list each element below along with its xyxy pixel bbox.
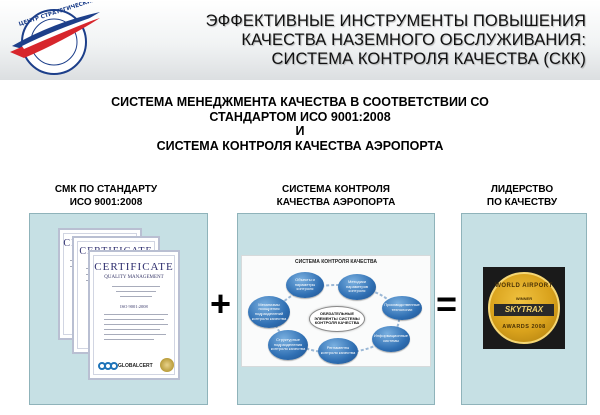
cert-text-line (120, 296, 152, 297)
main-title-line-2: СТАНДАРТОМ ИСО 9001:2008 (209, 109, 391, 124)
diagram-bubble-methods: Методики параметров контроля (338, 274, 376, 300)
cert-text-line (104, 329, 160, 330)
smk-label-line-1: СМК ПО СТАНДАРТУ (54, 184, 158, 195)
skk-label-line-1: СИСТЕМА КОНТРОЛЯ (282, 184, 390, 195)
diagram-bubble-technologies: Производственные технологии (382, 296, 422, 320)
diagram-title: СИСТЕМА КОНТРОЛЯ КАЧЕСТВА (294, 259, 378, 265)
diagram-bubble-regulations: Регламенты контроля качества (318, 338, 358, 364)
equals-operator: = (436, 283, 458, 324)
globalcert-logo: GLOBALCERT (98, 362, 153, 370)
main-title: СИСТЕМА МЕНЕДЖМЕНТА КАЧЕСТВА В СООТВЕТСТ… (40, 95, 560, 153)
plus-operator: + (210, 283, 232, 324)
header-title-line-3: СИСТЕМА КОНТРОЛЯ КАЧЕСТВА (СКК) (271, 50, 586, 68)
main-title-line-1: СИСТЕМА МЕНЕДЖМЕНТА КАЧЕСТВА В СООТВЕТСТ… (111, 95, 489, 109)
leadership-column-label: ЛИДЕРСТВО ПО КАЧЕСТВУ (452, 184, 592, 209)
airline-strategy-logo-icon: ЦЕНТР СТРАТЕГИЧЕСКИХ ИССЛЕДОВАНИЙ В ГРАЖ… (10, 2, 104, 75)
certificate-front: CERTIFICATE QUALITY MANAGEMENT ISO 9001:… (88, 250, 180, 380)
quality-control-diagram: СИСТЕМА КОНТРОЛЯ КАЧЕСТВА Объекты и пара… (241, 255, 431, 367)
header-title-line-2: КАЧЕСТВА НАЗЕМНОГО ОБСЛУЖИВАНИЯ: (241, 31, 586, 49)
cert-text-line (104, 339, 154, 340)
award-top-text: WORLD AIRPORT (495, 283, 553, 289)
award-medal-icon: WORLD AIRPORT WINNER SKYTRAX AWARDS 2008 (488, 272, 560, 344)
globalcert-name: GLOBALCERT (118, 363, 153, 369)
cert-text-line (104, 314, 168, 315)
diagram-center: ОБЯЗАТЕЛЬНЫЕ ЭЛЕМЕНТЫ СИСТЕМЫ КОНТРОЛЯ К… (309, 306, 365, 332)
smk-label-line-2: ИСО 9001:2008 (69, 196, 143, 208)
skk-column-label: СИСТЕМА КОНТРОЛЯ КАЧЕСТВА АЭРОПОРТА (236, 184, 436, 209)
award-winner-text: WINNER (515, 296, 533, 301)
diagram-bubble-incentives: Механизмы поощрения подразделений контро… (248, 296, 290, 328)
cert-text-line (116, 291, 156, 292)
certificate-border (93, 255, 175, 375)
diagram-bubble-info-systems: Информационные системы (372, 326, 410, 352)
award-bottom-text: AWARDS 2008 (502, 324, 546, 330)
award-band (494, 304, 554, 316)
cert-text-line (104, 319, 164, 320)
gold-seal-icon (160, 358, 174, 372)
cert-text-line (112, 286, 160, 287)
header-title: ЭФФЕКТИВНЫЕ ИНСТРУМЕНТЫ ПОВЫШЕНИЯ КАЧЕСТ… (146, 12, 586, 69)
globalcert-circles-icon (98, 362, 118, 370)
slide-header: ЦЕНТР СТРАТЕГИЧЕСКИХ ИССЛЕДОВАНИЙ В ГРАЖ… (0, 0, 600, 80)
certificate-title: CERTIFICATE (94, 261, 174, 273)
main-title-line-4: СИСТЕМА КОНТРОЛЯ КАЧЕСТВА АЭРОПОРТА (156, 138, 444, 153)
certificate-subtitle: QUALITY MANAGEMENT (104, 275, 164, 280)
skytrax-award-badge: WORLD AIRPORT WINNER SKYTRAX AWARDS 2008 (483, 267, 565, 349)
cert-text-line (104, 324, 168, 325)
main-title-line-3: И (295, 124, 305, 139)
award-brand-text: SKYTRAX (504, 305, 544, 314)
certificate-number: ISO 9001:2008 (120, 304, 148, 309)
smk-column-label: СМК ПО СТАНДАРТУ ИСО 9001:2008 (26, 184, 186, 209)
cert-text-line (104, 334, 166, 335)
lead-label-line-1: ЛИДЕРСТВО (490, 184, 554, 195)
diagram-bubble-departments: Структурные подразделения контроля качес… (268, 330, 308, 360)
header-title-line-1: ЭФФЕКТИВНЫЕ ИНСТРУМЕНТЫ ПОВЫШЕНИЯ (205, 12, 586, 30)
skk-label-line-2: КАЧЕСТВА АЭРОПОРТА (276, 196, 396, 208)
lead-label-line-2: ПО КАЧЕСТВУ (486, 196, 558, 208)
diagram-bubble-objects: Объекты и параметры контроля (286, 272, 324, 298)
